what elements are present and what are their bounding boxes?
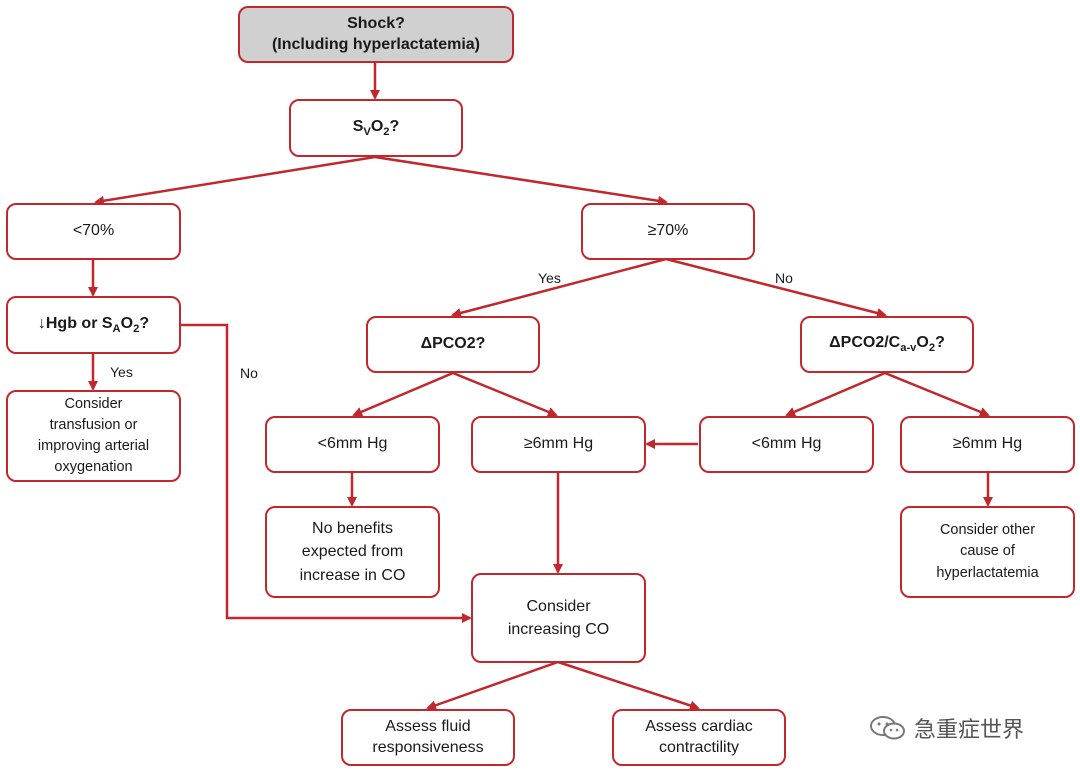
edge-svo2-lt70 xyxy=(94,155,376,206)
node-lt6-right: <6mm Hg xyxy=(699,416,874,473)
node-lt70: <70% xyxy=(6,203,181,260)
edge-ge70-dpco2ratio xyxy=(665,257,887,318)
node-lt6-left: <6mm Hg xyxy=(265,416,440,473)
edge-ratio-lt6 xyxy=(785,371,886,417)
edge-ratio-ge6 xyxy=(884,371,990,417)
node-dpco2-ratio: ΔPCO2/Ca-vO2? xyxy=(800,316,974,373)
node-hgb: ↓Hgb or SAO2? xyxy=(6,296,181,354)
node-ge6-right: ≥6mm Hg xyxy=(900,416,1075,473)
watermark: 急重症世界 xyxy=(868,712,1024,744)
edge-svo2-ge70 xyxy=(374,155,668,206)
edge-label-yes-hgb: Yes xyxy=(110,364,133,380)
edge-label-no-ge70: No xyxy=(775,270,793,286)
edge-dpco2-ge6 xyxy=(452,371,558,417)
edge-label-no-hgb: No xyxy=(240,365,258,381)
edge-hgb-increase-co xyxy=(180,323,472,623)
node-ge6-left: ≥6mm Hg xyxy=(471,416,646,473)
node-svo2: SVO2? xyxy=(289,99,463,157)
edge-label-yes-ge70: Yes xyxy=(538,270,561,286)
node-dpco2: ΔPCO2? xyxy=(366,316,540,373)
edge-increaseco-cardiac xyxy=(557,660,700,711)
node-ge70: ≥70% xyxy=(581,203,755,260)
edge-ge70-dpco2 xyxy=(451,257,667,318)
edge-increaseco-fluid xyxy=(426,660,559,711)
watermark-text: 急重症世界 xyxy=(914,717,1025,742)
wechat-icon xyxy=(870,716,905,740)
node-shock: Shock?(Including hyperlactatemia) xyxy=(238,6,514,63)
edge-dpco2-lt6 xyxy=(352,371,454,417)
